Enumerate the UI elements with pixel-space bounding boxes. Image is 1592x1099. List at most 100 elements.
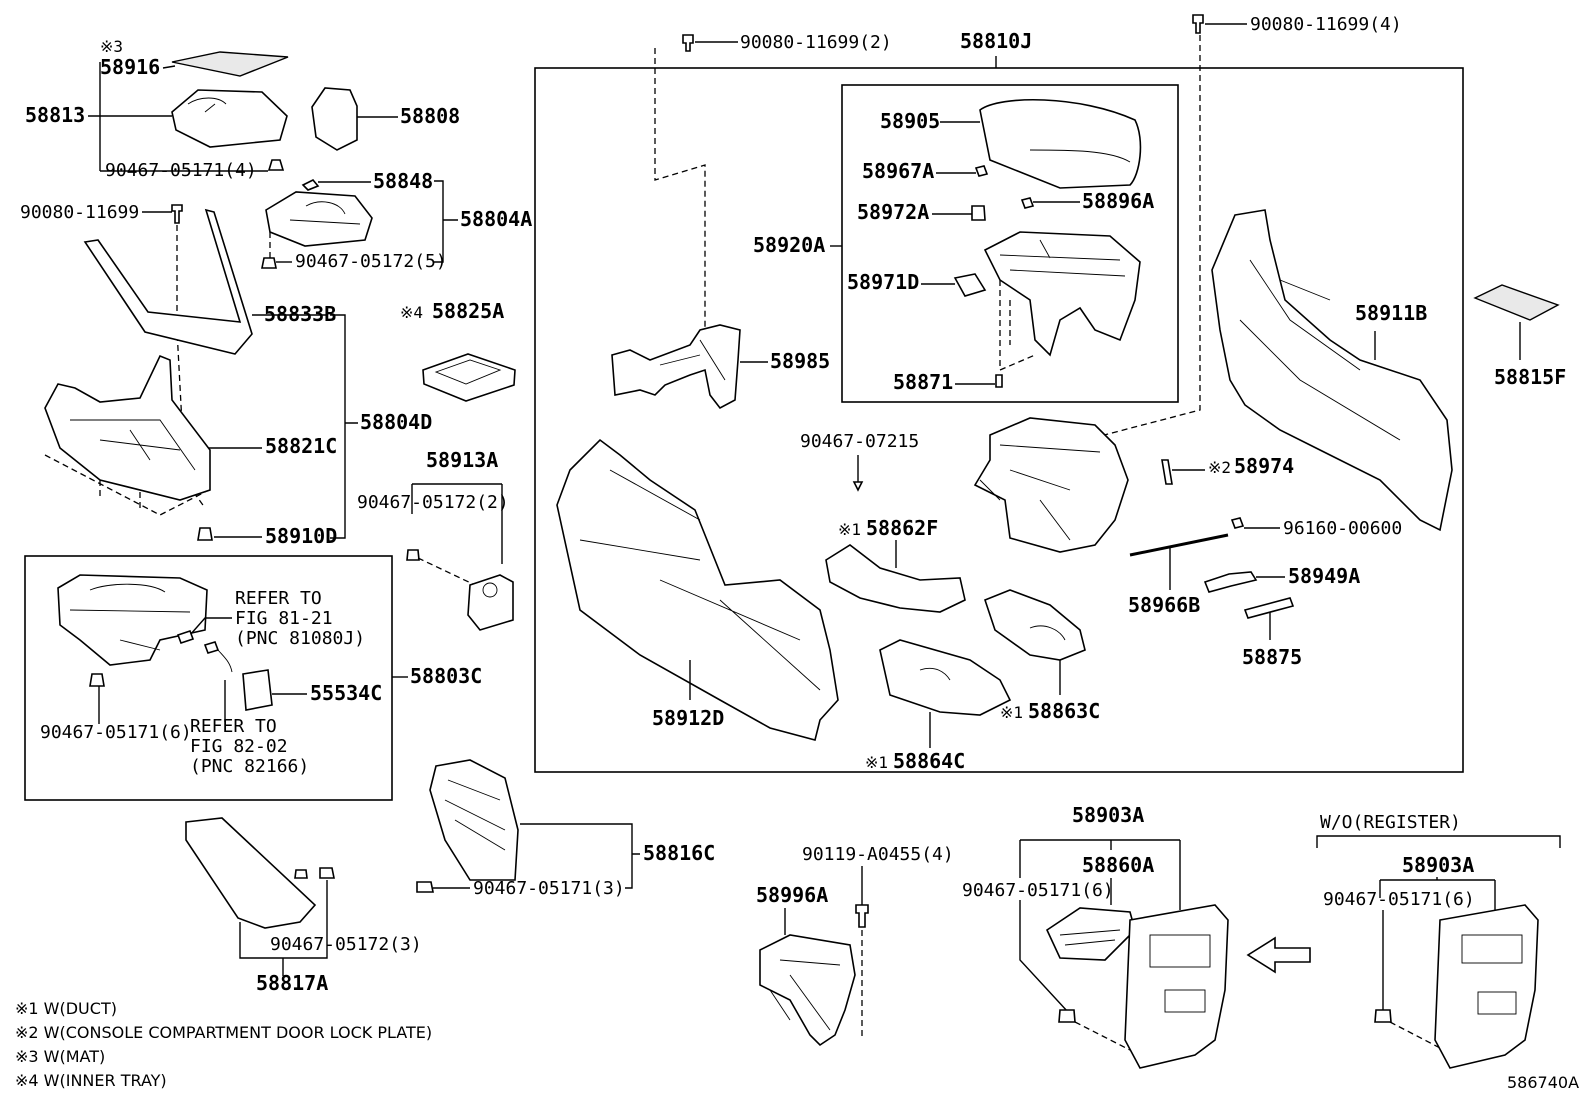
- label-58913A: 58913A: [426, 448, 498, 472]
- mat-58916: [171, 51, 289, 77]
- rear-housing-58803C: [57, 574, 208, 666]
- label-clip-h: 90467-05171(6): [962, 880, 1114, 901]
- arrow-direction: [1246, 936, 1311, 974]
- label-58871: 58871: [893, 370, 953, 394]
- label-58905: 58905: [880, 109, 940, 133]
- label-clip-c: 90467-05172(2): [357, 492, 509, 513]
- label-clip-i: 90467-05171(6): [1323, 889, 1475, 910]
- bracket-58985: [611, 324, 741, 410]
- label-96160: 96160-00600: [1283, 518, 1402, 539]
- refer1-line1: REFER TO: [235, 588, 322, 609]
- refer2-line1: REFER TO: [190, 716, 277, 737]
- rod-58966B: [1129, 533, 1229, 557]
- note-3: ※3 W(MAT): [15, 1047, 105, 1066]
- label-clip-d: 90467-05171(6): [40, 722, 192, 743]
- armrest-subframe: [841, 84, 1179, 403]
- trim-ring-58833B: [83, 208, 253, 355]
- label-58903A-2: 58903A: [1402, 853, 1474, 877]
- mark-2: ※2: [1208, 458, 1231, 477]
- label-58903A-1: 58903A: [1072, 803, 1144, 827]
- label-wo-register: W/O(REGISTER): [1320, 812, 1461, 833]
- figure-code: 586740A: [1507, 1073, 1579, 1092]
- rear-housing-frame: [24, 555, 393, 801]
- label-bolt-c: 90080-11699(4): [1250, 14, 1402, 35]
- label-bolt-b: 90080-11699(2): [740, 32, 892, 53]
- label-58920A: 58920A: [753, 233, 825, 257]
- label-58966B: 58966B: [1128, 593, 1200, 617]
- upper-panel-58821C: [44, 354, 211, 501]
- label-58825A: 58825A: [432, 299, 504, 323]
- label-58875: 58875: [1242, 645, 1302, 669]
- label-58971D: 58971D: [847, 270, 919, 294]
- note-4: ※4 W(INNER TRAY): [15, 1071, 167, 1090]
- label-58910D: 58910D: [265, 524, 337, 548]
- label-58949A: 58949A: [1288, 564, 1360, 588]
- note-1: ※1 W(DUCT): [15, 999, 117, 1018]
- label-58848: 58848: [373, 169, 433, 193]
- label-clip-e: 90467-07215: [800, 431, 919, 452]
- label-58810J: 58810J: [960, 29, 1032, 53]
- label-58974: 58974: [1234, 454, 1294, 478]
- duct-58864C: [879, 639, 1012, 716]
- mark-4: ※4: [400, 303, 423, 322]
- label-58862F: 58862F: [866, 516, 938, 540]
- label-58860A: 58860A: [1082, 853, 1154, 877]
- label-58916: 58916: [100, 55, 160, 79]
- label-58815F: 58815F: [1494, 365, 1566, 389]
- label-58808: 58808: [400, 104, 460, 128]
- inner-tray-58825A: [422, 353, 516, 402]
- armrest-lid-58905: [979, 98, 1142, 189]
- label-clip-b: 90467-05172(5): [295, 251, 447, 272]
- label-bolt-a: 90080-11699: [20, 202, 139, 223]
- label-clip-a: 90467-05171(4): [105, 160, 257, 181]
- duct-58863C: [984, 589, 1086, 661]
- main-console-frame: [534, 67, 1464, 773]
- label-58896A: 58896A: [1082, 189, 1154, 213]
- boot-58808: [311, 87, 358, 151]
- side-panel-58912D: [556, 438, 839, 741]
- label-58804D: 58804D: [360, 410, 432, 434]
- side-trim-58911B: [1211, 209, 1453, 532]
- label-58833B: 58833B: [264, 302, 336, 326]
- mark-1b: ※1: [1000, 703, 1023, 722]
- label-58996A: 58996A: [756, 883, 828, 907]
- label-55534C: 55534C: [310, 681, 382, 705]
- shift-bezel-58804A: [265, 191, 373, 247]
- register-58860A: [1045, 907, 1136, 961]
- refer2-line3: (PNC 82166): [190, 756, 309, 777]
- label-clip-f: 90467-05171(3): [473, 878, 625, 899]
- label-58863C: 58863C: [1028, 699, 1100, 723]
- refer1-line2: FIG 81-21: [235, 608, 333, 629]
- label-58911B: 58911B: [1355, 301, 1427, 325]
- mark-1c: ※1: [865, 753, 888, 772]
- panel-58913A: [467, 574, 514, 631]
- label-58803C: 58803C: [410, 664, 482, 688]
- side-panel-58816C: [429, 759, 519, 881]
- label-58972A: 58972A: [857, 200, 929, 224]
- label-58967A: 58967A: [862, 159, 934, 183]
- rear-panel-58903A-1: [1124, 904, 1229, 1069]
- label-58816C: 58816C: [643, 841, 715, 865]
- mark-1a: ※1: [838, 520, 861, 539]
- label-58821C: 58821C: [265, 434, 337, 458]
- shift-upper-panel-58813: [171, 89, 288, 148]
- side-panel-58817A: [185, 817, 317, 929]
- bracket-58996A: [759, 934, 856, 1047]
- label-clip-g: 90467-05172(3): [270, 934, 422, 955]
- label-bolt-d: 90119-A0455(4): [802, 844, 954, 865]
- duct-58862F: [825, 544, 966, 613]
- mark-3: ※3: [100, 37, 123, 56]
- pad-58815F: [1473, 284, 1560, 321]
- note-2: ※2 W(CONSOLE COMPARTMENT DOOR LOCK PLATE…: [15, 1023, 432, 1042]
- refer2-line2: FIG 82-02: [190, 736, 288, 757]
- rear-panel-58903A-2: [1434, 904, 1539, 1069]
- label-58813: 58813: [25, 103, 85, 127]
- label-58864C: 58864C: [893, 749, 965, 773]
- label-58912D: 58912D: [652, 706, 724, 730]
- label-58817A: 58817A: [256, 971, 328, 995]
- console-box-58810J: [973, 417, 1129, 553]
- armrest-base-58920A: [983, 231, 1141, 357]
- label-58804A: 58804A: [460, 207, 532, 231]
- label-58985: 58985: [770, 349, 830, 373]
